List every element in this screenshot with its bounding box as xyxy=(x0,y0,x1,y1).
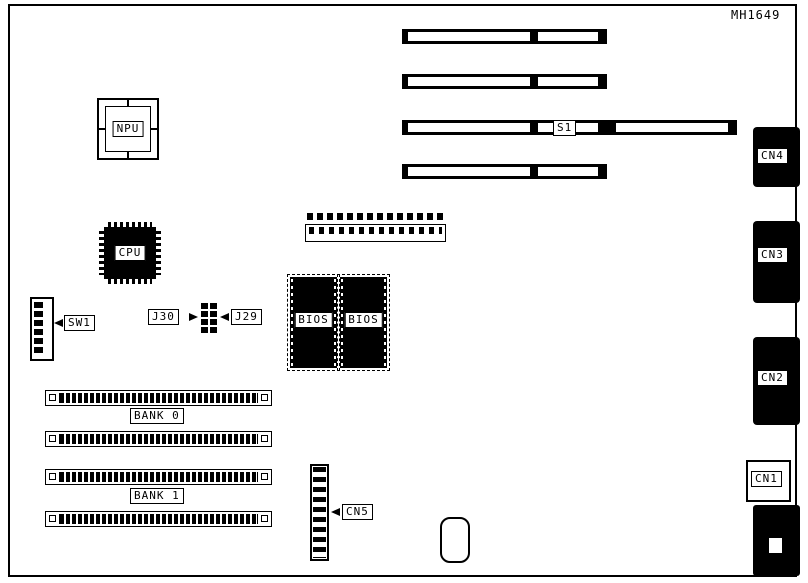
simm-end-hole xyxy=(261,394,268,401)
simm-end-hole xyxy=(49,394,56,401)
j29-label: J29 xyxy=(231,309,262,325)
simm-end-hole xyxy=(49,473,56,480)
simm-end-hole xyxy=(261,435,268,442)
cn3-label: CN3 xyxy=(757,247,788,263)
simm-end-hole xyxy=(261,473,268,480)
cn5-connector xyxy=(310,464,329,561)
jumper-block xyxy=(201,303,217,333)
simm-slot-1 xyxy=(45,390,272,406)
slot-segment xyxy=(538,77,598,86)
expansion-slot-2 xyxy=(402,74,607,89)
simm-slot-2 xyxy=(45,431,272,447)
slot-segment xyxy=(616,123,728,132)
j29-arrow-icon xyxy=(220,313,229,321)
bank1-label: BANK 1 xyxy=(130,488,184,504)
npu-socket: NPU xyxy=(97,98,159,160)
npu-tick-icon xyxy=(127,100,129,106)
bios-right-label: BIOS xyxy=(344,312,383,328)
npu-label: NPU xyxy=(112,121,144,137)
npu-tick-icon xyxy=(151,128,157,130)
s1-label: S1 xyxy=(553,120,577,136)
simm-contacts xyxy=(59,514,258,524)
cpu-pins xyxy=(99,231,105,275)
simm-slot-3 xyxy=(45,469,272,485)
simm-end-hole xyxy=(261,515,268,522)
simm-end-hole xyxy=(49,435,56,442)
cn4-label: CN4 xyxy=(757,148,788,164)
cpu-chip: CPU xyxy=(99,222,161,284)
sw1-dip-switch xyxy=(30,297,54,361)
slot-segment xyxy=(408,167,530,176)
cn1-label: CN1 xyxy=(751,471,782,487)
npu-tick-icon xyxy=(99,128,105,130)
bios-chip-right: BIOS xyxy=(337,274,390,371)
j30-arrow-icon xyxy=(189,313,198,321)
cn5-label: CN5 xyxy=(342,504,373,520)
slot-segment xyxy=(408,123,530,132)
pin-header-pins xyxy=(309,227,442,234)
connector-notch xyxy=(769,538,782,553)
bios-chip-left: BIOS xyxy=(287,274,340,371)
part-number: MH1649 xyxy=(731,8,781,22)
simm-contacts xyxy=(59,472,258,482)
sw1-arrow-icon xyxy=(54,319,63,327)
npu-socket-inner xyxy=(105,106,151,152)
bios-left-label: BIOS xyxy=(294,312,333,328)
pin-header-connector xyxy=(305,224,446,242)
bottom-right-connector xyxy=(753,505,800,576)
expansion-slot-1 xyxy=(402,29,607,44)
simm-contacts xyxy=(59,434,258,444)
simm-end-hole xyxy=(49,515,56,522)
cpu-pins xyxy=(155,231,161,275)
cpu-label: CPU xyxy=(114,245,146,261)
slot-segment xyxy=(538,167,598,176)
slot-segment xyxy=(408,77,530,86)
cn5-arrow-icon xyxy=(331,508,340,516)
cpu-pins xyxy=(108,278,152,284)
slot-segment xyxy=(408,32,530,41)
expansion-slot-4 xyxy=(402,164,607,179)
board-outline xyxy=(8,4,797,577)
cn2-label: CN2 xyxy=(757,370,788,386)
simm-contacts xyxy=(59,393,258,403)
cn5-pins xyxy=(313,467,326,558)
sw1-label: SW1 xyxy=(64,315,95,331)
npu-tick-icon xyxy=(127,152,129,158)
bank0-label: BANK 0 xyxy=(130,408,184,424)
j30-label: J30 xyxy=(148,309,179,325)
cpu-pins xyxy=(108,222,152,228)
sw1-switch-nubs xyxy=(34,302,43,356)
slot-segment xyxy=(538,32,598,41)
pin-header-row xyxy=(307,213,445,220)
simm-slot-4 xyxy=(45,511,272,527)
battery-outline xyxy=(440,517,470,563)
